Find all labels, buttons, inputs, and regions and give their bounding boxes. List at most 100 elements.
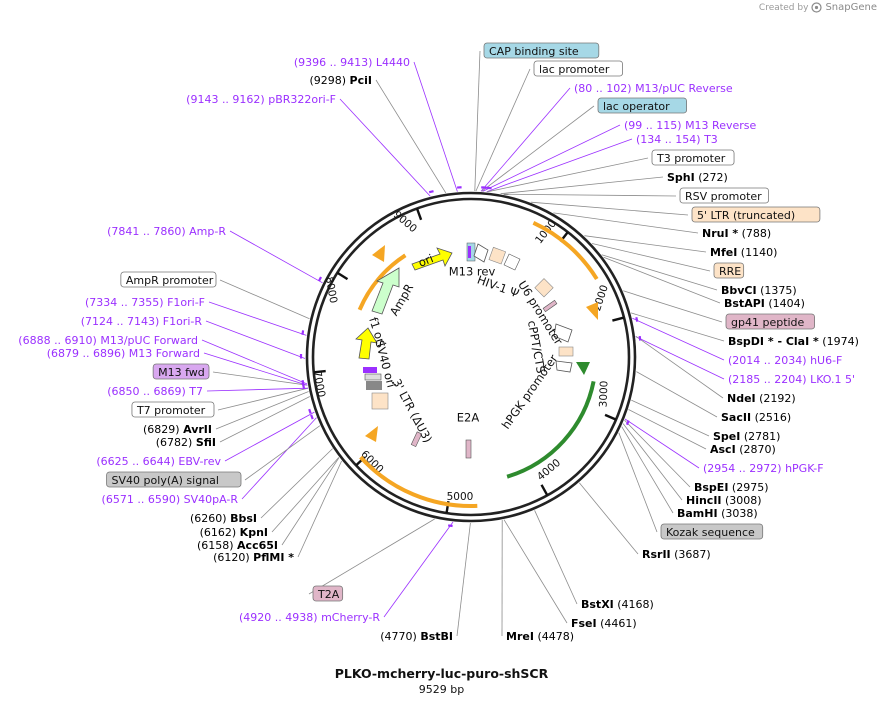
primer-label-m13-forward[interactable]: (6879 .. 6896) M13 Forward — [47, 347, 200, 360]
enzyme-label-avrii[interactable]: (6829) AvrII — [143, 423, 212, 436]
site-name: BstXI — [581, 598, 614, 611]
annotation-text: HincII (3008) — [686, 494, 762, 507]
enzyme-label-fsei[interactable]: FseI (4461) — [571, 617, 637, 630]
enzyme-label-bbvci[interactable]: BbvCI (1375) — [721, 284, 797, 297]
site-name: HincII — [686, 494, 722, 507]
site-name: Acc65I — [237, 539, 278, 552]
enzyme-label-pflmi[interactable]: (6120) PflMI * — [213, 551, 294, 564]
leader-line — [630, 312, 725, 342]
enzyme-label-bstxi[interactable]: BstXI (4168) — [581, 598, 654, 611]
enzyme-label-spei[interactable]: SpeI (2781) — [713, 430, 780, 443]
enzyme-label-mfei[interactable]: MfeI (1140) — [710, 246, 777, 259]
feature-box-lac-operator[interactable]: lac operator — [597, 97, 687, 114]
plasmid-size: 9529 bp — [418, 683, 465, 696]
annotation-text: BamHI (3038) — [677, 507, 758, 520]
enzyme-label-pcii[interactable]: (9298) PciI — [309, 74, 372, 87]
enzyme-label-bamhi[interactable]: BamHI (3038) — [677, 507, 758, 520]
leader-line — [553, 212, 699, 234]
primer-label-t3[interactable]: (134 .. 154) T3 — [636, 133, 718, 146]
primer-label-m13-reverse[interactable]: (99 .. 115) M13 Reverse — [624, 119, 756, 132]
plasmid-title-block: PLKO-mcherry-luc-puro-shSCR 9529 bp — [0, 666, 883, 696]
tick-label: 8000 — [323, 276, 339, 304]
leader-line — [631, 399, 710, 437]
site-position: (4461) — [600, 617, 637, 630]
feature-box-gp41-peptide[interactable]: gp41 peptide — [725, 313, 815, 330]
enzyme-label-bstapi[interactable]: BstAPI (1404) — [724, 297, 805, 310]
primer-label-m13-puc-reverse[interactable]: (80 .. 102) M13/pUC Reverse — [574, 82, 733, 95]
feature-box-cap-binding-site[interactable]: CAP binding site — [483, 42, 600, 59]
leader-line — [635, 335, 724, 399]
enzyme-label-bbsi[interactable]: (6260) BbsI — [190, 512, 257, 525]
primer-label-lko-1-5[interactable]: (2185 .. 2204) LKO.1 5' — [728, 373, 855, 386]
enzyme-label-acc65i[interactable]: (6158) Acc65I — [197, 539, 278, 552]
feature-box-t3-promoter[interactable]: T3 promoter — [651, 149, 735, 166]
primer-label-m13-puc-forward[interactable]: (6888 .. 6910) M13/pUC Forward — [18, 334, 198, 347]
enzyme-label-kpni[interactable]: (6162) KpnI — [200, 526, 268, 539]
feature-box-text: AmpR promoter — [126, 274, 214, 287]
enzyme-label-rsrii[interactable]: RsrII (3687) — [642, 548, 711, 561]
primer-label-mcherry-r[interactable]: (4920 .. 4938) mCherry-R — [239, 611, 380, 624]
feature-box-frame — [597, 97, 687, 114]
feature-box-t2a[interactable]: T2A — [312, 585, 344, 602]
enzyme-label-bspdi-clai[interactable]: BspDI * - ClaI * (1974) — [728, 335, 859, 348]
feature-box-t7-promoter[interactable]: T7 promoter — [131, 401, 215, 418]
site-position: (1404) — [768, 297, 805, 310]
f1-ori-arrow — [355, 327, 378, 360]
site-position: (80 .. 102) — [574, 82, 632, 95]
leader-line — [481, 105, 595, 192]
enzyme-label-bstbi[interactable]: (4770) BstBI — [380, 630, 453, 643]
enzyme-label-ndei[interactable]: NdeI (2192) — [727, 392, 796, 405]
feature-box-rsv-promoter[interactable]: RSV promoter — [679, 187, 769, 204]
primer-label-l4440[interactable]: (9396 .. 9413) L4440 — [294, 56, 410, 69]
enzyme-label-mrei[interactable]: MreI (4478) — [506, 630, 574, 643]
feature-box-frame — [483, 42, 600, 59]
site-position: (272) — [698, 171, 728, 184]
enzyme-label-sphi[interactable]: SphI (272) — [667, 171, 728, 184]
feature-box-lac-promoter[interactable]: lac promoter — [533, 60, 623, 77]
inner-feature-label: ori — [416, 251, 435, 270]
feature-box-ampr-promoter[interactable]: AmpR promoter — [120, 271, 217, 288]
primer-label-hpgk-f[interactable]: (2954 .. 2972) hPGK-F — [703, 462, 824, 475]
enzyme-label-hincii[interactable]: HincII (3008) — [686, 494, 762, 507]
m13-rev-primer-block — [468, 246, 471, 258]
enzyme-label-nrui[interactable]: NruI * (788) — [702, 227, 771, 240]
annotation-text: (2014 .. 2034) hU6-F — [728, 354, 842, 367]
primer-label-pbr322ori-f[interactable]: (9143 .. 9162) pBR322ori-F — [186, 93, 336, 106]
leader-line — [208, 301, 307, 336]
enzyme-label-sfii[interactable]: (6782) SfiI — [156, 436, 216, 449]
site-position: (6879 .. 6896) — [47, 347, 126, 360]
feature-box-5-ltr-truncated[interactable]: 5' LTR (truncated) — [691, 206, 821, 223]
feature-box-rre[interactable]: RRE — [713, 262, 745, 279]
primer-site-mark — [308, 408, 312, 414]
site-name: SacII — [721, 411, 751, 424]
leader-line — [339, 98, 431, 197]
leader-line — [632, 317, 725, 361]
feature-box-frame — [131, 401, 215, 418]
enzyme-label-sacii[interactable]: SacII (2516) — [721, 411, 791, 424]
leader-line — [219, 396, 310, 443]
feature-box-sv40-poly-a-signal[interactable]: SV40 poly(A) signal — [106, 471, 242, 488]
primer-label-f1ori-r[interactable]: (7124 .. 7143) F1ori-R — [81, 315, 203, 328]
primer-label-f1ori-f[interactable]: (7334 .. 7355) F1ori-F — [85, 296, 205, 309]
primer-label-t7[interactable]: (6850 .. 6869) T7 — [107, 385, 203, 398]
site-name: T3 — [703, 133, 718, 146]
leader-line — [622, 423, 683, 501]
annotation-text: (2954 .. 2972) hPGK-F — [703, 462, 824, 475]
primer-label-hu6-f[interactable]: (2014 .. 2034) hU6-F — [728, 354, 842, 367]
site-position: (4920 .. 4938) — [239, 611, 318, 624]
leader-line — [486, 138, 633, 193]
primer-label-sv40pa-r[interactable]: (6571 .. 6590) SV40pA-R — [102, 493, 239, 506]
site-position: (7334 .. 7355) — [85, 296, 164, 309]
feature-box-frame — [713, 262, 745, 279]
enzyme-label-bspei[interactable]: BspEI (2975) — [694, 481, 769, 494]
site-position: (2014 .. 2034) — [728, 354, 807, 367]
feature-box-m13-fwd[interactable]: M13 fwd — [152, 363, 210, 380]
site-name: LKO.1 5' — [810, 373, 855, 386]
feature-box-kozak-sequence[interactable]: Kozak sequence — [660, 523, 764, 540]
enzyme-label-asci[interactable]: AscI (2870) — [710, 443, 776, 456]
primer-label-ebv-rev[interactable]: (6625 .. 6644) EBV-rev — [96, 455, 221, 468]
leader-line — [413, 61, 458, 192]
annotation-text: (9298) PciI — [309, 74, 372, 87]
tick-mark — [313, 369, 326, 374]
primer-label-amp-r[interactable]: (7841 .. 7860) Amp-R — [107, 225, 226, 238]
